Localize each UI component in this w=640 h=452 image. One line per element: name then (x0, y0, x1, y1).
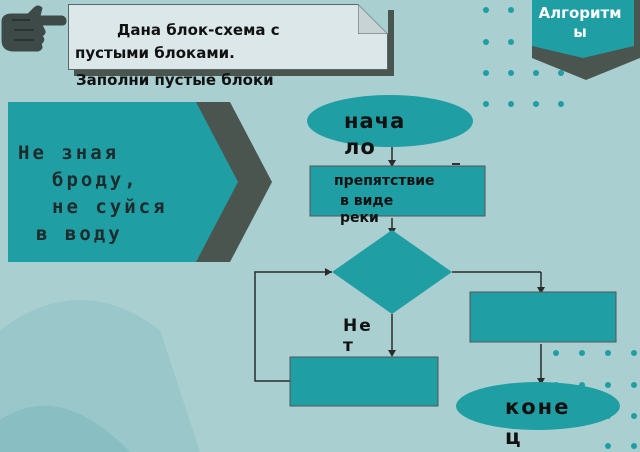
no-branch-label: Нет (343, 316, 373, 356)
proverb-line-3: не суйся (52, 196, 168, 218)
proverb-text: Не зная бродy, не суйся в водy (18, 140, 168, 248)
proverb-line-1: Не зная (18, 142, 120, 164)
flowchart-block-empty-no (289, 356, 439, 407)
task-line-1: Дана блок-схема с (117, 21, 280, 39)
start-label: начало (344, 109, 406, 159)
flowchart-decision-empty (332, 230, 452, 314)
process-label: препятствие (334, 173, 435, 189)
flowchart-process-block (309, 165, 486, 217)
proverb-line-4: в водy (36, 223, 123, 245)
background-wave-shape (0, 405, 130, 452)
task-line-3: Заполни пустые блоки (76, 71, 274, 89)
process-extra-label: в виде реки (340, 193, 394, 226)
badge-ribbon (532, 0, 640, 80)
flowchart-start-terminal (307, 95, 473, 147)
proverb-panel (8, 102, 272, 262)
page-fold-icon (358, 4, 388, 34)
flowchart-block-empty-yes (469, 291, 617, 343)
end-label: конец (505, 395, 571, 449)
pointing-hand-icon (1, 5, 67, 52)
task-line-2: пустыми блоками. (75, 44, 235, 62)
flowchart-end-terminal (456, 382, 620, 430)
badge-label: Алгоритмы (538, 4, 622, 41)
proverb-line-2: бродy, (52, 169, 139, 191)
task-note: Дана блок-схема с пустыми блоками. (68, 4, 388, 70)
